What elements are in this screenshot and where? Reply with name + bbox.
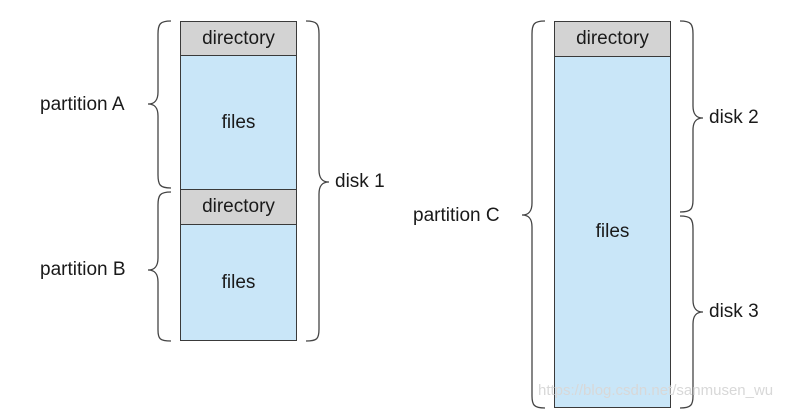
partition-b-label: partition B xyxy=(40,259,126,280)
partition-c-directory-label: directory xyxy=(576,28,649,49)
watermark-text: https://blog.csdn.net/sanmusen_wu xyxy=(538,382,774,399)
partition-a-brace xyxy=(147,20,172,189)
partition-b-brace xyxy=(147,191,172,342)
partition-a-directory-label: directory xyxy=(202,27,275,49)
partition-c-files-label: files xyxy=(595,221,630,242)
disk-2-brace xyxy=(679,20,704,213)
partition-c-directory-block: directory xyxy=(554,21,671,57)
partition-a-label: partition A xyxy=(40,94,125,115)
partition-b-directory-block: directory xyxy=(180,189,297,225)
disk-1-brace xyxy=(305,20,330,342)
disk-2-label: disk 2 xyxy=(709,107,759,128)
partition-c-label: partition C xyxy=(413,205,500,226)
disk-3-brace xyxy=(679,215,704,409)
partition-a-files-label: files xyxy=(221,111,256,133)
partition-a-files-block: files xyxy=(180,55,297,190)
partition-b-directory-label: directory xyxy=(202,196,275,217)
partition-b-files-label: files xyxy=(221,271,256,293)
partition-a-directory-block: directory xyxy=(180,21,297,56)
disk-1-label: disk 1 xyxy=(335,171,385,192)
partition-c-brace xyxy=(521,20,546,409)
disk-3-label: disk 3 xyxy=(709,301,759,322)
partition-b-files-block: files xyxy=(180,224,297,341)
partition-c-files-block: files xyxy=(554,56,671,408)
